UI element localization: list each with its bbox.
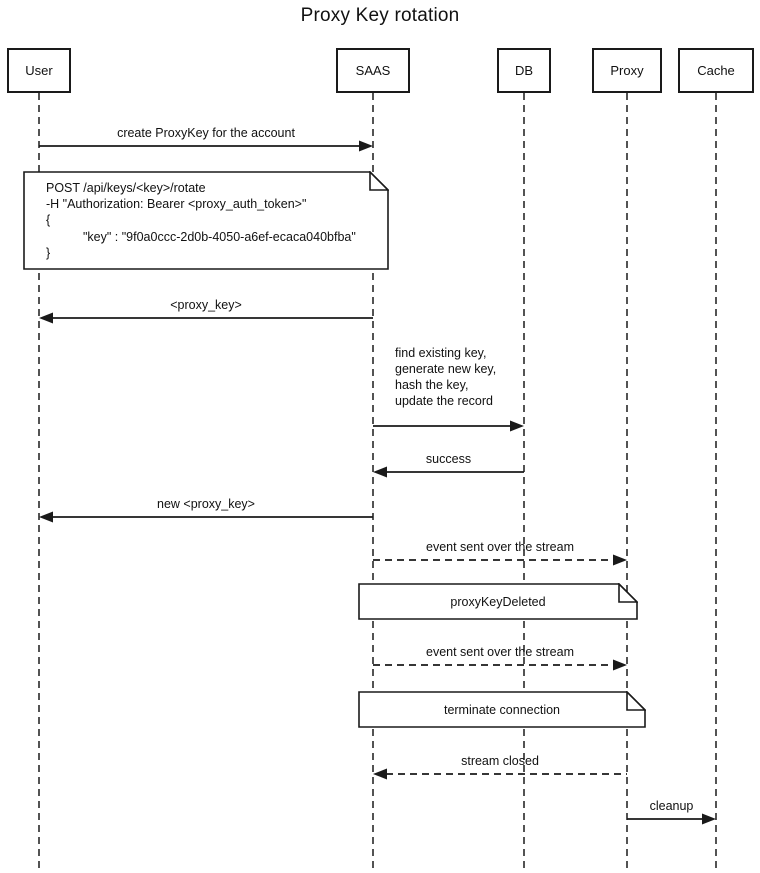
note-outline	[23, 171, 389, 270]
arrowhead-icon	[359, 140, 373, 152]
participant-db: DB	[497, 48, 551, 93]
arrow	[373, 466, 524, 478]
note-text: proxyKeyDeleted	[450, 594, 546, 609]
participant-proxy: Proxy	[592, 48, 662, 93]
note-line: find existing key,	[395, 346, 487, 360]
arrowhead-icon	[373, 768, 387, 780]
message-label: success	[425, 452, 472, 466]
arrowhead-icon	[39, 312, 53, 324]
note-shape	[23, 171, 389, 270]
note-outline	[358, 583, 638, 620]
diagram-title: Proxy Key rotation	[300, 5, 460, 26]
note-line: "key" : "9f0a0ccc-2d0b-4050-a6ef-ecaca04…	[83, 229, 356, 244]
arrow	[373, 554, 627, 566]
arrow	[373, 659, 627, 671]
arrow	[373, 768, 627, 780]
message-saas-db-update	[373, 420, 524, 432]
note-fold-icon	[369, 171, 389, 191]
arrow	[373, 420, 524, 432]
note-line: hash the key,	[395, 378, 469, 392]
arrowhead-icon	[702, 813, 716, 825]
arrowhead-icon	[613, 659, 627, 671]
note-fold-icon	[626, 691, 646, 711]
participant-label: SAAS	[355, 63, 391, 78]
message-stream-closed: stream closed	[373, 755, 627, 780]
arrowhead-icon	[39, 511, 53, 523]
note-shape	[358, 691, 646, 728]
arrowhead-icon	[373, 466, 387, 478]
message-label: event sent over the stream	[426, 645, 574, 659]
note-proxykey-deleted: proxyKeyDeleted	[358, 583, 638, 620]
note-line: -H "Authorization: Bearer <proxy_auth_to…	[46, 197, 307, 212]
note-shape	[358, 583, 638, 620]
arrow	[39, 140, 373, 152]
message-cleanup: cleanup	[627, 800, 716, 825]
message-label: cleanup	[649, 799, 694, 813]
message-event-stream-2: event sent over the stream	[373, 646, 627, 671]
participant-label: Proxy	[610, 63, 644, 78]
arrowhead-icon	[613, 554, 627, 566]
db-operations-label: find existing key, generate new key, has…	[395, 345, 496, 409]
participant-label: DB	[514, 63, 534, 78]
note-outline	[358, 691, 646, 728]
participant-label: Cache	[697, 63, 735, 78]
note-request-payload: POST /api/keys/<key>/rotate -H "Authoriz…	[23, 171, 389, 270]
participant-user: User	[7, 48, 71, 93]
note-text: POST /api/keys/<key>/rotate -H "Authoriz…	[23, 171, 389, 270]
message-proxy-key-return: <proxy_key>	[39, 299, 373, 324]
participant-saas: SAAS	[336, 48, 410, 93]
participant-label: User	[25, 63, 53, 78]
arrowhead-icon	[510, 420, 524, 432]
message-label: stream closed	[461, 754, 539, 768]
participant-cache: Cache	[678, 48, 754, 93]
message-label: new <proxy_key>	[157, 497, 255, 511]
note-text: terminate connection	[443, 702, 561, 717]
message-event-stream-1: event sent over the stream	[373, 541, 627, 566]
note-line: {	[46, 213, 51, 228]
arrow	[39, 312, 373, 324]
message-db-success: success	[373, 453, 524, 478]
note-terminate-connection: terminate connection	[358, 691, 646, 728]
message-create-proxykey: create ProxyKey for the account	[39, 127, 373, 152]
message-label: event sent over the stream	[426, 540, 574, 554]
note-line: update the record	[395, 394, 493, 408]
arrow	[627, 813, 716, 825]
note-fold-icon	[618, 583, 638, 603]
note-line: }	[46, 245, 51, 260]
note-line: POST /api/keys/<key>/rotate	[46, 181, 206, 195]
message-label: create ProxyKey for the account	[117, 126, 295, 140]
message-label: <proxy_key>	[170, 298, 242, 312]
message-new-proxy-key: new <proxy_key>	[39, 498, 373, 523]
note-line: generate new key,	[395, 362, 497, 376]
arrow	[39, 511, 373, 523]
